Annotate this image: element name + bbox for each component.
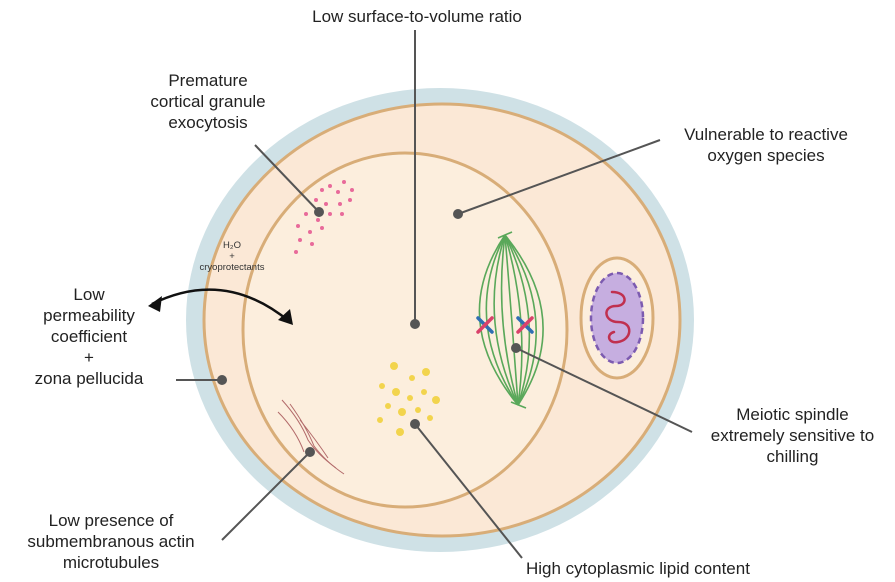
label-cortical-granule-line3: exocytosis	[108, 112, 308, 133]
label-permeability-line1: Low	[0, 284, 178, 305]
label-ros-line2: oxygen species	[656, 145, 876, 166]
leader-granule-dot	[315, 208, 323, 216]
label-spindle-line3: chilling	[690, 446, 895, 467]
label-actin: Low presence of submembranous actin micr…	[6, 510, 216, 573]
label-spindle: Meiotic spindle extremely sensitive to c…	[690, 404, 895, 467]
label-h2o-line2: +	[182, 251, 282, 262]
label-ros: Vulnerable to reactive oxygen species	[656, 124, 876, 166]
label-spindle-line1: Meiotic spindle	[690, 404, 895, 425]
label-permeability-line5: zona pellucida	[0, 368, 178, 389]
label-cortical-granule-line2: cortical granule	[108, 91, 308, 112]
leader-spindle-dot	[512, 344, 520, 352]
label-spindle-line2: extremely sensitive to	[690, 425, 895, 446]
label-permeability: Low permeability coefficient + zona pell…	[0, 284, 178, 389]
polar-body-nucleus	[591, 273, 643, 363]
leader-lipid-dot	[411, 420, 419, 428]
label-ros-line1: Vulnerable to reactive	[656, 124, 876, 145]
label-permeability-line4: +	[0, 347, 178, 368]
label-h2o-line1: H₂O	[182, 240, 282, 251]
label-surface-ratio: Low surface-to-volume ratio	[282, 6, 552, 27]
label-actin-line1: Low presence of	[6, 510, 216, 531]
label-h2o-line3: cryoprotectants	[182, 262, 282, 273]
label-actin-line2: submembranous actin	[6, 531, 216, 552]
label-cortical-granule: Premature cortical granule exocytosis	[108, 70, 308, 133]
label-permeability-line2: permeability	[0, 305, 178, 326]
leader-surface-dot	[411, 320, 419, 328]
label-actin-line3: microtubules	[6, 552, 216, 573]
label-cortical-granule-line1: Premature	[108, 70, 308, 91]
label-h2o: H₂O + cryoprotectants	[182, 240, 282, 273]
label-permeability-line3: coefficient	[0, 326, 178, 347]
leader-zona-dot	[218, 376, 226, 384]
leader-actin-dot	[306, 448, 314, 456]
leader-ros-dot	[454, 210, 462, 218]
label-lipid: High cytoplasmic lipid content	[526, 558, 826, 579]
